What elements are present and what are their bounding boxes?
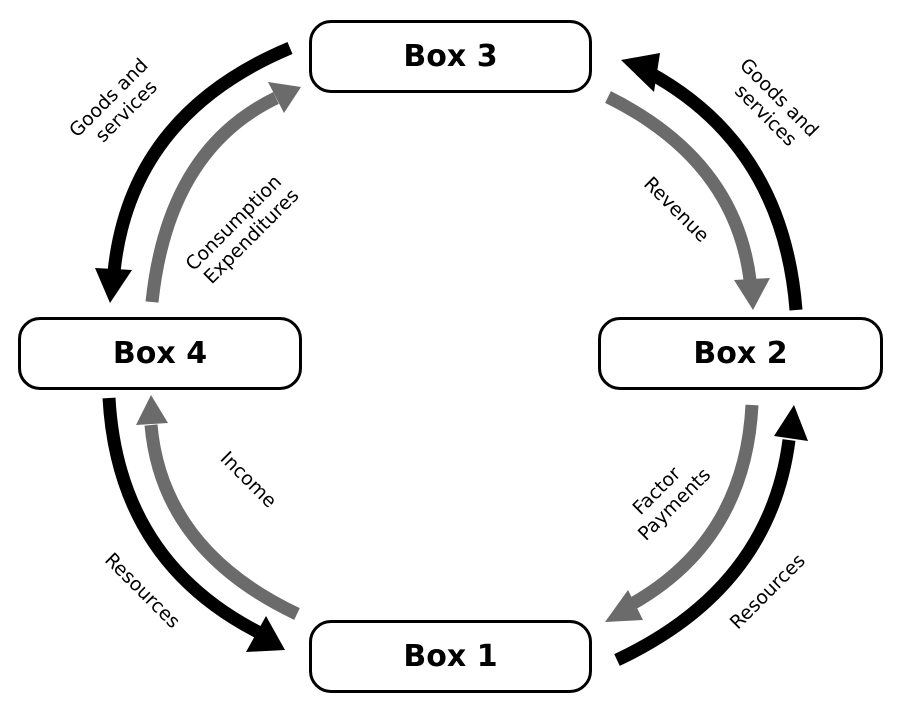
box-2: Box 2 <box>598 317 883 390</box>
goods-services-arrow-right <box>621 53 803 311</box>
income-arrow <box>136 395 300 620</box>
resources-arrow-right <box>614 405 808 666</box>
box-2-label: Box 2 <box>693 336 788 371</box>
box-4-label: Box 4 <box>112 336 208 371</box>
box-3-label: Box 3 <box>403 39 498 74</box>
box-3: Box 3 <box>309 20 592 93</box>
consumption-expenditures-arrow <box>145 82 301 303</box>
revenue-label: Revenue <box>639 173 713 247</box>
consumption-expenditures-label: Consumption Expenditures <box>182 167 306 291</box>
factor-payments-label: Factor Payments <box>618 448 715 545</box>
box-1-label: Box 1 <box>403 639 498 674</box>
revenue-arrow <box>605 91 770 310</box>
goods-services-arrow-left <box>95 42 293 303</box>
resources-arrow-left <box>102 397 285 652</box>
factor-payments-arrow <box>605 404 759 622</box>
box-4: Box 4 <box>18 317 302 390</box>
box-1: Box 1 <box>309 620 592 693</box>
income-label: Income <box>216 447 281 512</box>
